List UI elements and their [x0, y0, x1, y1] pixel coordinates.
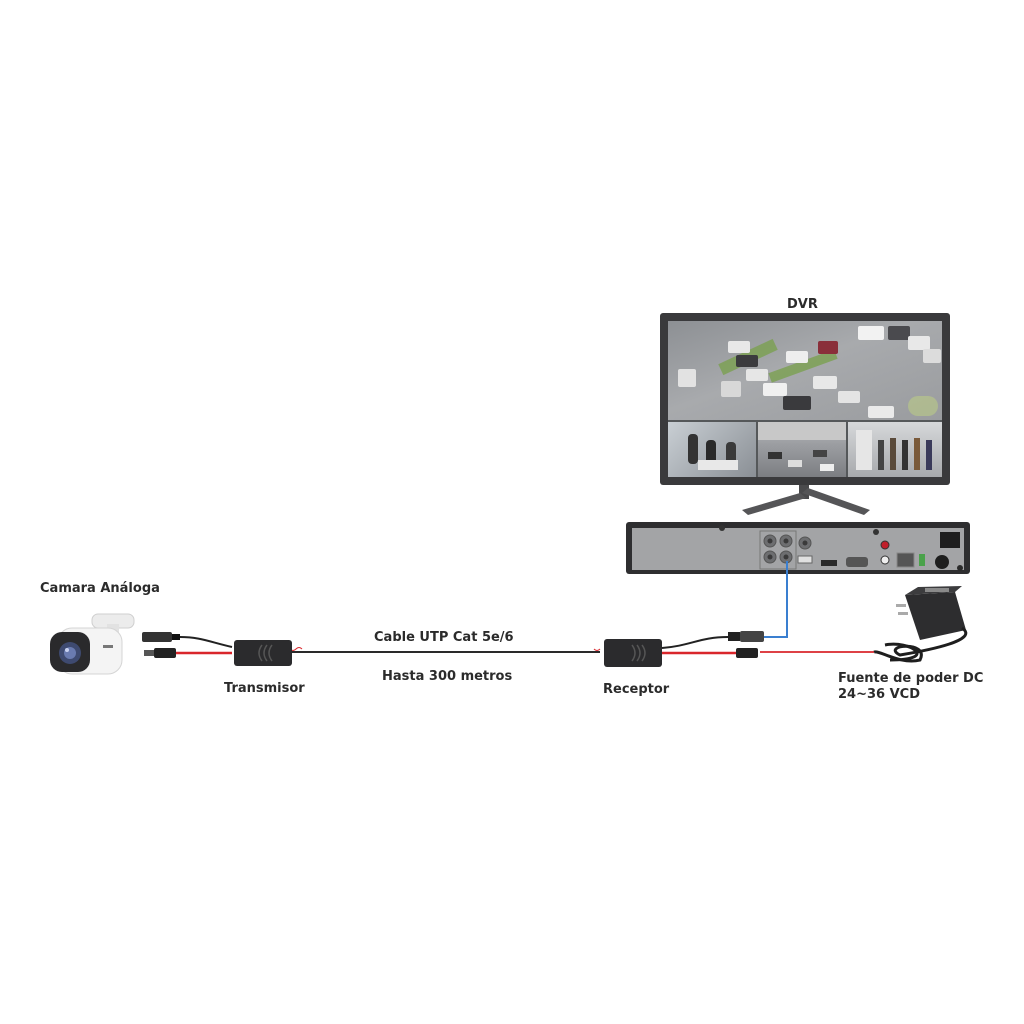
monitor-stand	[742, 485, 870, 515]
monitor	[660, 313, 950, 485]
transmitter-label: Transmisor	[224, 681, 305, 696]
power-supply-label: Fuente de poder DC	[838, 671, 984, 686]
power-supply	[873, 586, 968, 663]
receiver-label: Receptor	[603, 682, 670, 697]
camera-label: Camara Análoga	[40, 581, 160, 596]
dvr-label: DVR	[787, 297, 818, 312]
video-line	[763, 561, 788, 638]
receiver-device	[604, 639, 662, 667]
analog-camera	[50, 613, 135, 675]
camera-connectors	[142, 632, 233, 658]
dvr-recorder	[626, 522, 970, 574]
camera-view-parking	[668, 321, 942, 420]
camera-view-street	[758, 422, 846, 477]
monitor-screen	[668, 321, 942, 477]
transmitter-device	[234, 640, 292, 666]
receiver-connectors	[661, 631, 764, 658]
camera-view-lobby	[848, 422, 942, 477]
camera-view-office	[668, 422, 756, 477]
power-supply-voltage-label: 24~36 VCD	[838, 687, 920, 702]
distance-label: Hasta 300 metros	[382, 669, 513, 684]
cable-label: Cable UTP Cat 5e/6	[374, 630, 514, 645]
